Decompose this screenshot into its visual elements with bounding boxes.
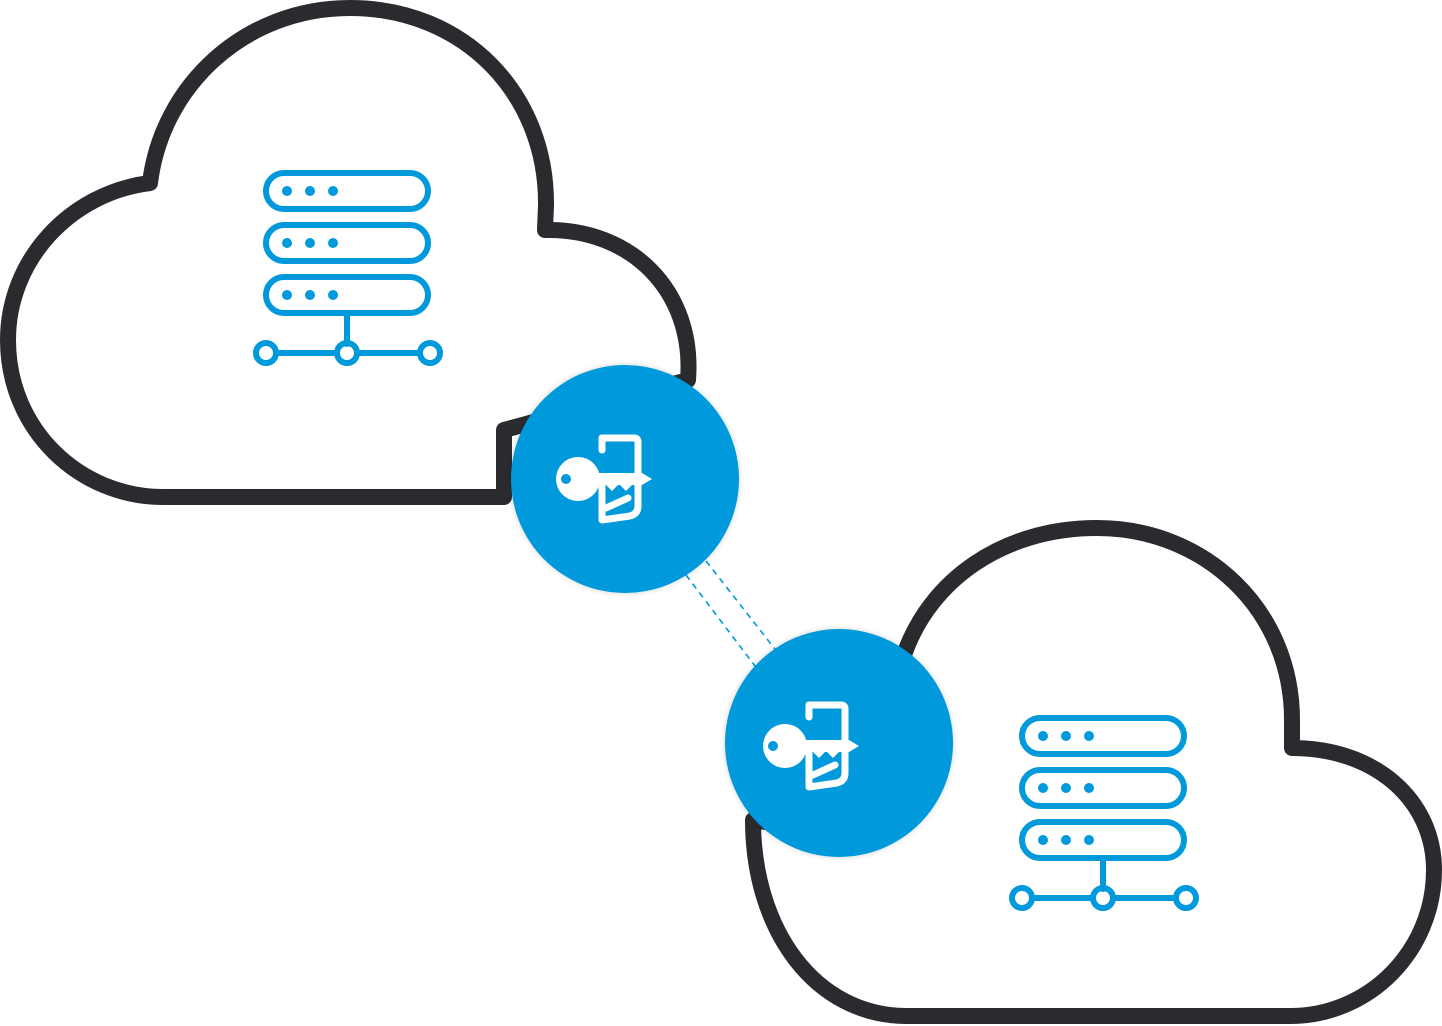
dashed-connection xyxy=(685,560,779,671)
badge-left[interactable] xyxy=(511,365,739,593)
badge-right[interactable] xyxy=(725,629,953,857)
cloud-left-outline xyxy=(0,0,697,505)
